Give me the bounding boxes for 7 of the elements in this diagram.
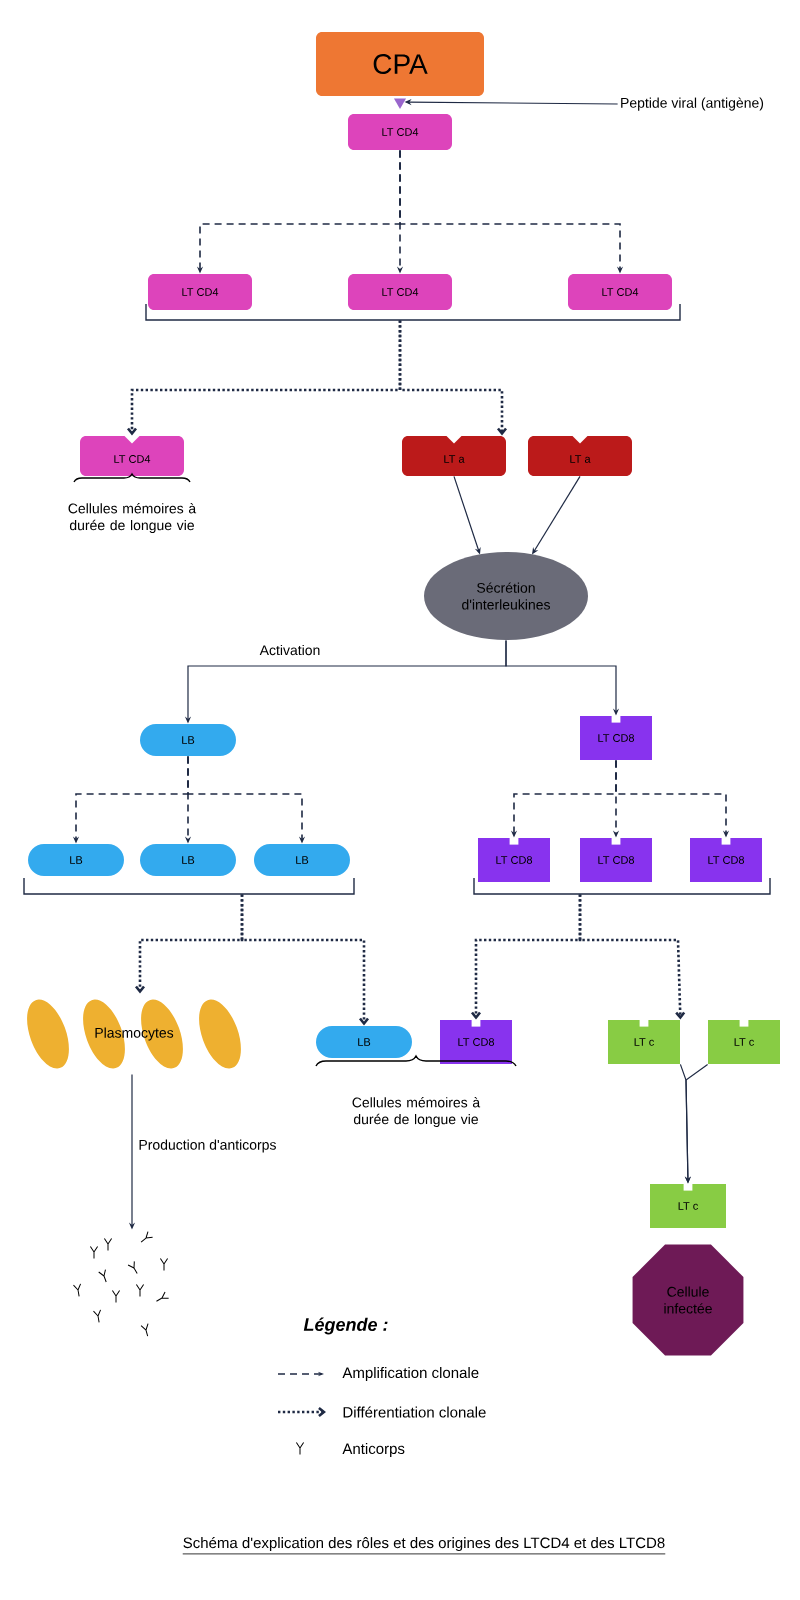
legend-title: Légende : [303,1317,388,1335]
arrow [578,894,686,1020]
antigen-triangle [393,98,407,109]
arrow [240,894,369,1026]
arrow [398,320,507,436]
cell-box: CPA [316,32,484,96]
picture [73,1231,170,1337]
